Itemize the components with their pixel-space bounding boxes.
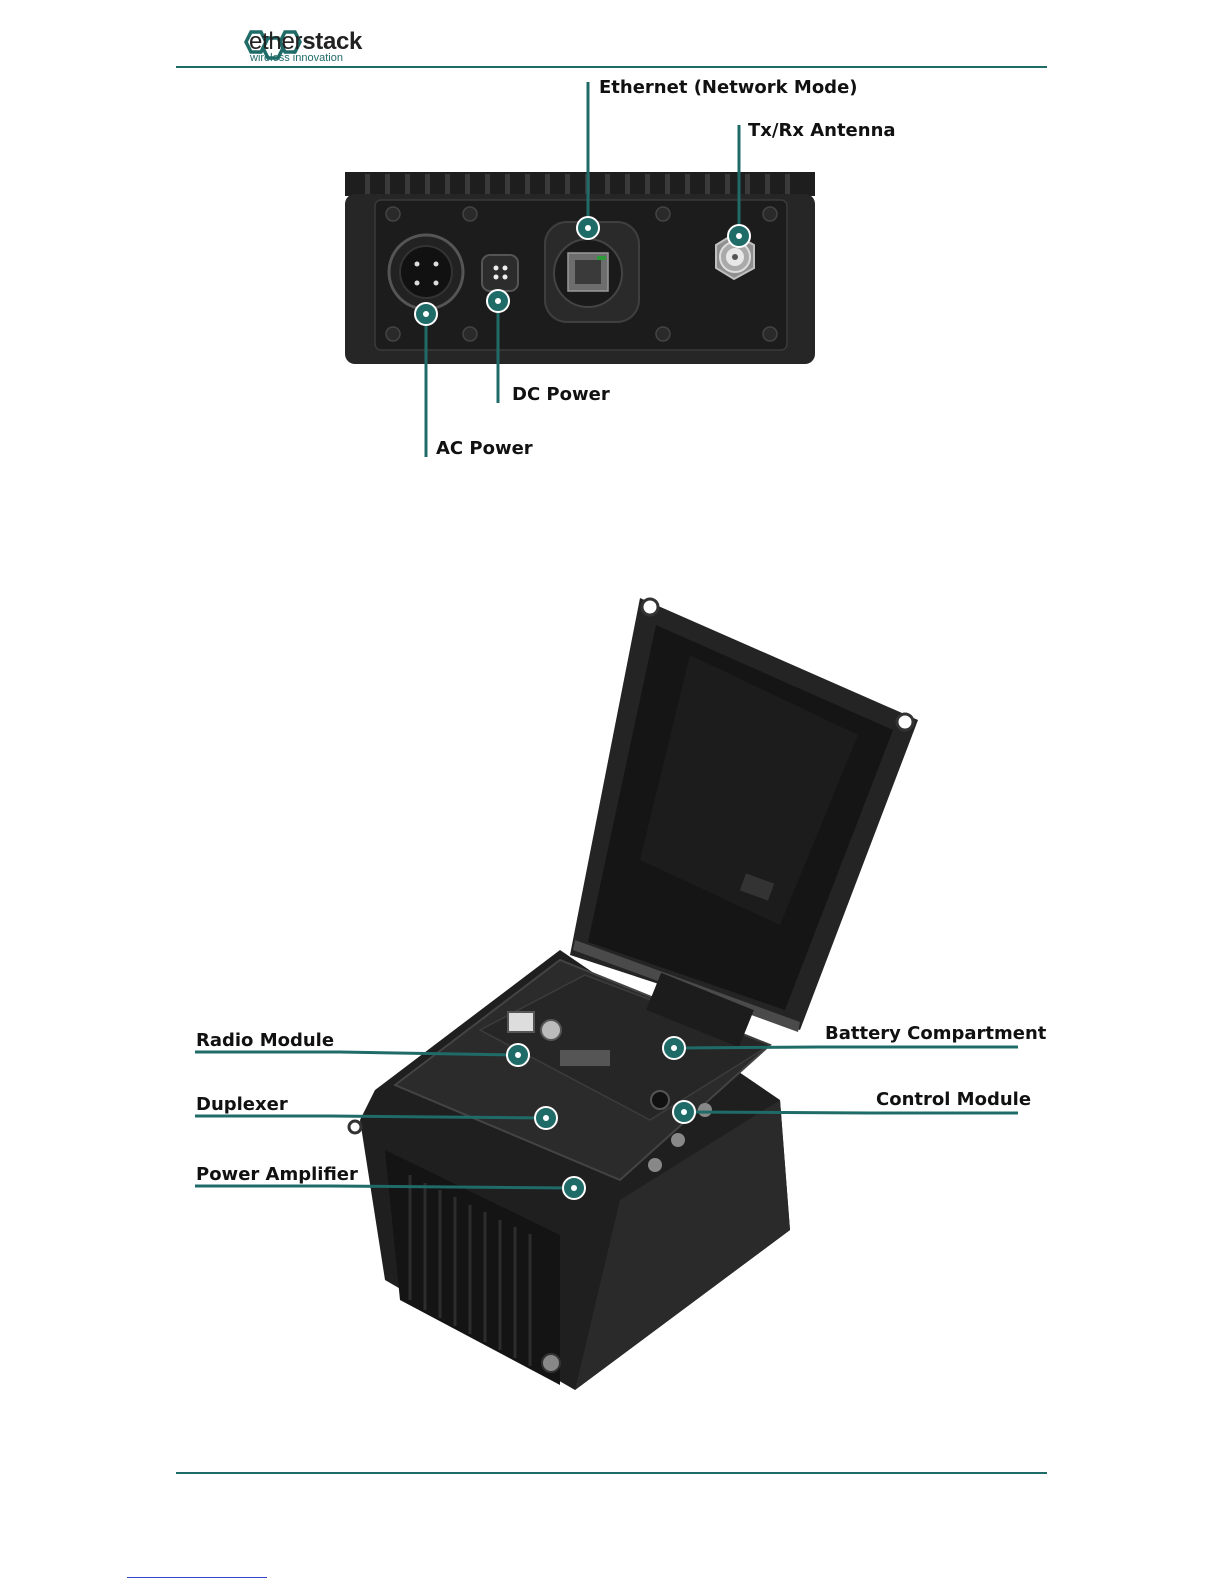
footer-rule — [176, 1472, 1047, 1474]
label-battery: Battery Compartment — [825, 1024, 1046, 1044]
label-duplexer: Duplexer — [196, 1095, 288, 1115]
label-control-module: Control Module — [876, 1090, 1031, 1110]
footnote-separator — [127, 1577, 267, 1578]
label-radio-module: Radio Module — [196, 1031, 334, 1051]
label-power-amplifier: Power Amplifier — [196, 1165, 358, 1185]
